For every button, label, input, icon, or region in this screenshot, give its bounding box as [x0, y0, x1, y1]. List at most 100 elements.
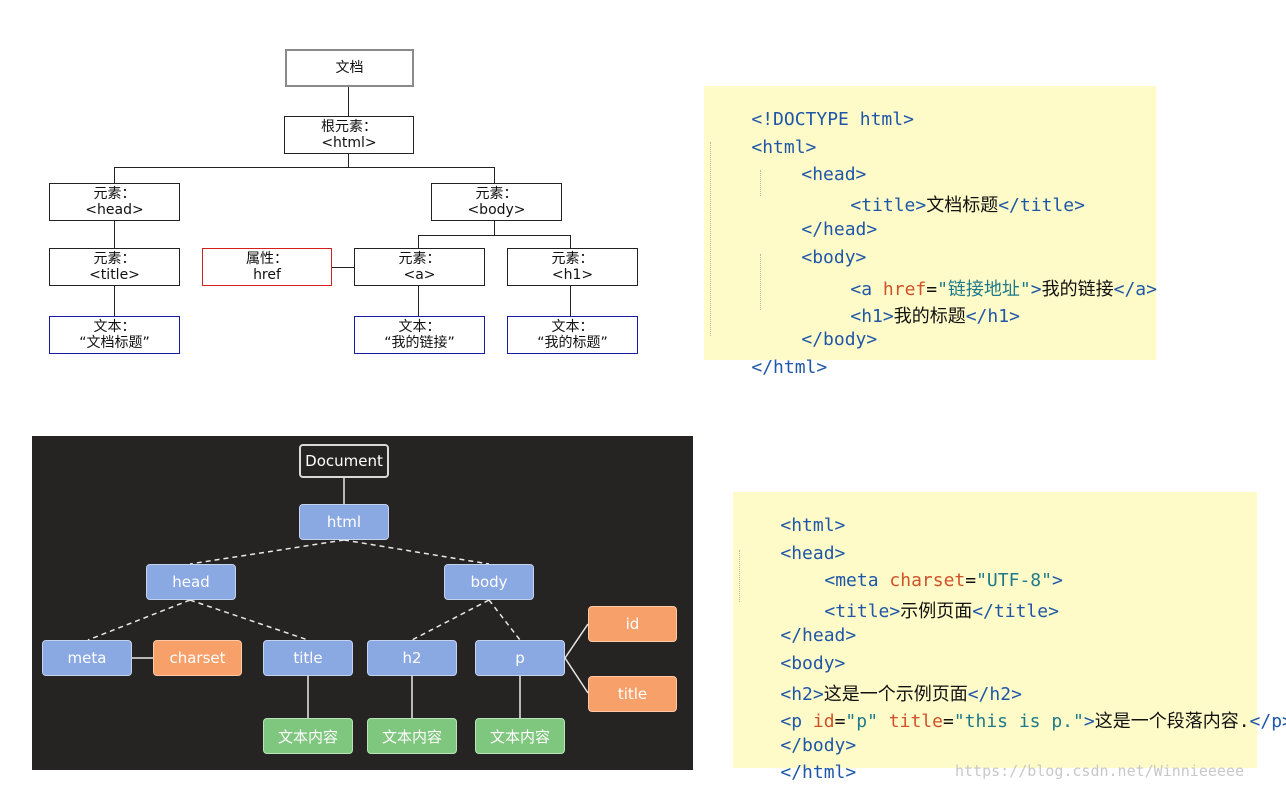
code-line: <head>: [758, 143, 866, 206]
meta-node: meta: [42, 640, 132, 676]
code-line: <html>: [737, 494, 845, 557]
title-node: title: [263, 640, 353, 676]
equals-text: =: [926, 279, 938, 300]
tag-text: <head>: [801, 164, 867, 185]
node-label: html: [326, 513, 362, 531]
attr-text: id: [812, 711, 835, 732]
html-node: html: [299, 504, 389, 540]
node-tag: href: [253, 267, 281, 283]
dashed-connector: [488, 599, 521, 641]
connector-line: [348, 87, 349, 116]
node-tag: “我的标题”: [537, 335, 608, 351]
body-node: body: [444, 564, 534, 600]
node-label: 文本：: [398, 319, 441, 335]
tag-text: <title>: [850, 195, 927, 216]
node-tag: “文档标题”: [79, 335, 150, 351]
node-label: 文本内容: [277, 727, 338, 746]
a-text-node: 文本： “我的链接”: [354, 316, 485, 354]
node-label: head: [172, 573, 210, 591]
value-text: "this is p.": [953, 711, 1084, 732]
solid-connector: [564, 657, 589, 694]
node-tag: <body>: [467, 202, 526, 218]
tag-text: </h1>: [965, 306, 1020, 327]
content-text: 文档标题: [926, 195, 999, 216]
code-line: </html>: [708, 336, 827, 399]
node-tag: <h1>: [551, 267, 594, 283]
content-text: 示例页面: [900, 601, 973, 622]
node-label: 元素：: [475, 186, 518, 202]
node-label: 文本内容: [489, 727, 550, 746]
node-label: charset: [169, 649, 226, 667]
code-line: <h2>这是一个示例页面</h2>: [737, 659, 1022, 727]
node-label: 元素：: [93, 186, 136, 202]
connector-line: [494, 221, 495, 235]
node-tag: <html>: [321, 135, 377, 151]
tag-text: </title>: [998, 195, 1085, 216]
tag-text: <p: [780, 711, 803, 732]
attr-text: title: [888, 711, 943, 732]
a-element-node: 元素： <a>: [354, 248, 485, 286]
code-line: <!DOCTYPE html>: [708, 88, 914, 151]
document-label: 文档: [335, 60, 364, 76]
code-line: <head>: [737, 522, 845, 585]
connector-line: [348, 154, 349, 167]
connector-line: [114, 167, 115, 183]
tag-text: <body>: [780, 653, 846, 674]
dashed-connector: [189, 599, 309, 641]
tag-text: </html>: [751, 357, 828, 378]
tag-text: </body>: [801, 329, 878, 350]
html-code-block-2: <html> <head> <meta charset="UTF-8"> <ti…: [733, 492, 1286, 783]
connector-line: [494, 167, 495, 183]
connector-line: [332, 267, 354, 268]
node-label: 元素：: [398, 251, 441, 267]
connector-line: [114, 221, 115, 248]
attr-text: href: [882, 279, 927, 300]
connector-line: [570, 286, 571, 316]
body-element-node: 元素： <body>: [431, 183, 562, 221]
code-line: </head>: [737, 604, 856, 667]
root-element-node: 根元素： <html>: [284, 116, 414, 154]
node-label: 根元素：: [321, 119, 377, 135]
document-node: Document: [299, 444, 389, 478]
tag-text: </html>: [780, 762, 857, 783]
tag-text: >: [1051, 570, 1063, 591]
p-node: p: [475, 640, 565, 676]
text-content-node: 文本内容: [475, 718, 565, 754]
tag-text: <a: [850, 279, 873, 300]
node-label: id: [625, 615, 640, 633]
code-line: </head>: [758, 198, 877, 261]
code-line: <meta charset="UTF-8">: [781, 549, 1063, 612]
tag-text: </body>: [780, 735, 857, 756]
content-text: 我的标题: [893, 306, 966, 327]
attr-text: charset: [889, 570, 966, 591]
equals-text: =: [942, 711, 954, 732]
node-label: meta: [67, 649, 107, 667]
node-label: 文本内容: [381, 727, 442, 746]
code-line: <title>文档标题</title>: [807, 170, 1085, 238]
text-content-node: 文本内容: [263, 718, 353, 754]
id-attribute-node: id: [588, 606, 677, 642]
tag-text: </title>: [972, 601, 1059, 622]
connector-line: [418, 235, 571, 236]
node-label: Document: [305, 452, 383, 470]
node-tag: <a>: [403, 267, 436, 283]
connector-line: [418, 235, 419, 248]
tag-text: <html>: [751, 137, 817, 158]
title-text-node: 文本： “文档标题”: [49, 316, 180, 354]
node-label: h2: [402, 649, 422, 667]
indent-guide: [739, 550, 740, 602]
tag-text: </head>: [780, 625, 857, 646]
content-text: 我的链接: [1041, 279, 1114, 300]
node-label: title: [617, 685, 648, 703]
tag-text: >: [1030, 279, 1042, 300]
tag-text: </a>: [1113, 279, 1157, 300]
solid-connector: [564, 623, 589, 659]
tag-text: <title>: [824, 601, 901, 622]
href-attribute-node: 属性： href: [202, 248, 332, 286]
indent-guide: [760, 254, 761, 310]
html-code-block-1: <!DOCTYPE html> <html> <head> <title>文档标…: [704, 86, 1157, 378]
value-text: "UTF-8": [976, 570, 1052, 591]
tag-text: <h1>: [850, 306, 894, 327]
h2-node: h2: [367, 640, 457, 676]
head-element-node: 元素： <head>: [49, 183, 180, 221]
